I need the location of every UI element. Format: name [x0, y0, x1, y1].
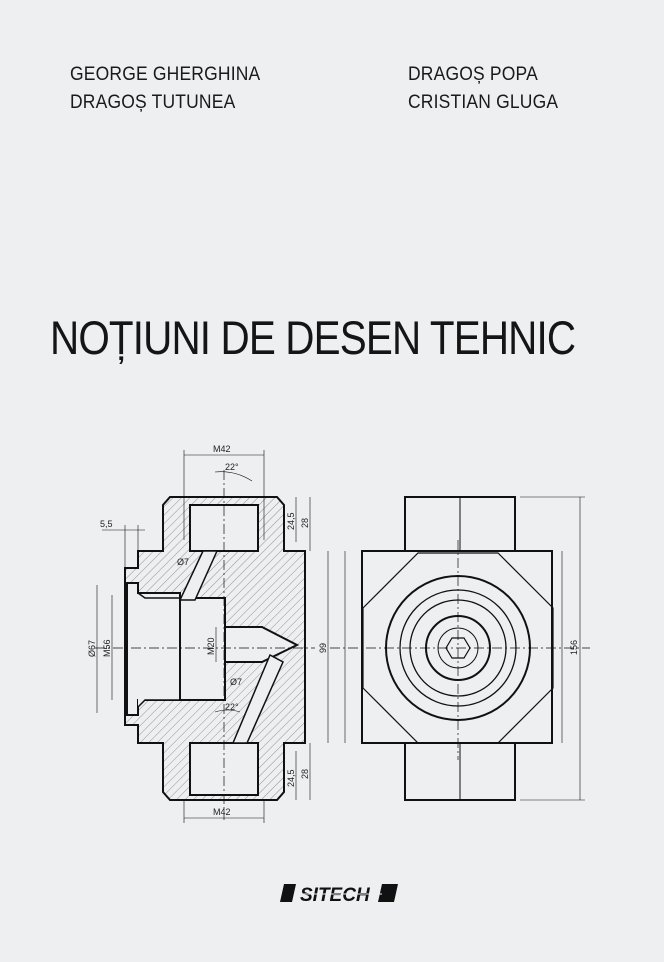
dim-24-5-bottom: 24,5 [286, 769, 296, 787]
dim-m20: M20 [206, 637, 216, 655]
author-2: DRAGOȘ TUTUNEA [70, 92, 236, 113]
dim-28-top: 28 [300, 518, 310, 528]
dim-angle-top: 22° [225, 462, 239, 472]
dim-5-5: 5,5 [100, 519, 113, 529]
dim-24-5-top: 24,5 [286, 512, 296, 530]
book-title: NOȚIUNI DE DESEN TEHNIC [50, 311, 576, 364]
dim-28-bottom: 28 [300, 769, 310, 779]
sitech-logo: SITECH [280, 884, 398, 906]
dimension-labels: M42 M42 22° 22° 5,5 Ø7 Ø7 24,5 28 24,5 2… [87, 444, 579, 817]
svg-text:SITECH: SITECH [300, 885, 371, 906]
author-4: CRISTIAN GLUGA [408, 92, 559, 113]
dim-phi67: Ø67 [87, 640, 97, 657]
section-view [95, 450, 329, 823]
front-view [330, 496, 590, 801]
dim-99: 99 [318, 643, 328, 653]
author-3: DRAGOȘ POPA [408, 64, 538, 85]
dim-156: 156 [569, 640, 579, 655]
dim-phi7-bottom: Ø7 [230, 677, 242, 687]
dim-phi7-top: Ø7 [177, 557, 189, 567]
dim-m42-top: M42 [213, 444, 231, 454]
dim-m56: M56 [102, 639, 112, 657]
dim-angle-bottom: 22° [225, 702, 239, 712]
author-1: GEORGE GHERGHINA [70, 64, 261, 85]
dim-m42-bottom: M42 [213, 807, 231, 817]
